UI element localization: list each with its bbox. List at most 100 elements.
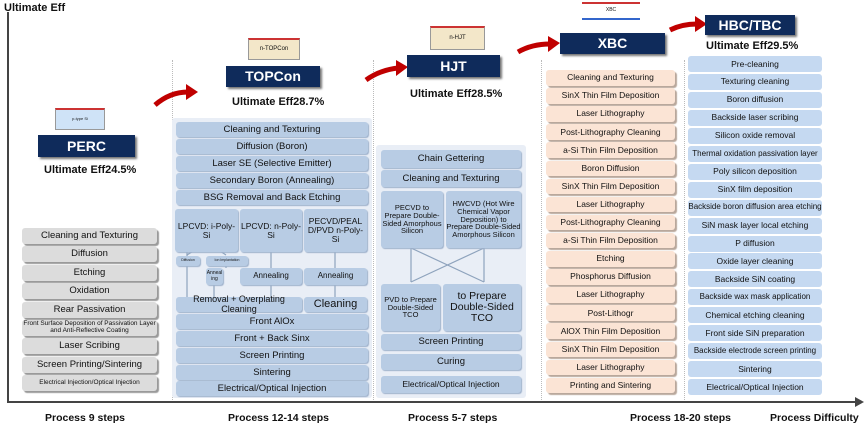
x-axis-line xyxy=(7,401,857,403)
process-step: Diffusion xyxy=(176,256,200,266)
process-step: Pre-cleaning xyxy=(688,56,822,72)
arrow-icon xyxy=(153,89,189,107)
process-step: Cleaning and Texturing xyxy=(176,122,368,137)
process-step: Poly silicon deposition xyxy=(688,163,822,180)
process-step: a-Si Thin Film Deposition xyxy=(546,142,675,158)
process-step: Etching xyxy=(546,251,675,267)
hbc-label: HBC/TBC xyxy=(705,15,795,35)
x-axis-label: Process Difficulty xyxy=(770,412,859,424)
y-axis-label: Ultimate Eff xyxy=(4,2,66,14)
hjt-eff: Ultimate Eff28.5% xyxy=(410,88,503,100)
process-step: PECVD/PEALD/PVD n-Poly-Si xyxy=(304,209,367,252)
process-step: Front Surface Deposition of Passivation … xyxy=(22,320,157,336)
process-step: Chemical etching cleaning xyxy=(688,307,822,324)
process-step: Sintering xyxy=(688,361,822,378)
arrow-icon xyxy=(668,21,698,33)
process-step: Screen Printing/Sintering xyxy=(22,356,157,373)
process-step: a-Si Thin Film Deposition xyxy=(546,232,675,249)
process-step: Ion Implantation xyxy=(206,256,248,266)
process-step: Oxidation xyxy=(22,283,157,300)
perc-label: PERC xyxy=(38,135,135,157)
process-step: LPCVD: n-Poly-Si xyxy=(240,209,302,252)
hjt-cell-image: n-HJT xyxy=(430,26,485,50)
process-step: Electrical/Optical Injection xyxy=(381,376,521,393)
process-step: Laser Lithography xyxy=(546,359,675,376)
process-step: Laser Lithography xyxy=(546,287,675,303)
process-step: Curing xyxy=(381,354,521,370)
process-step: Cleaning and Texturing xyxy=(22,228,157,244)
process-step: Backside electrode screen printing xyxy=(688,343,822,360)
topcon-label: TOPCon xyxy=(226,66,320,87)
process-step: Cleaning and Texturing xyxy=(381,170,521,187)
process-step: AlOX Thin Film Deposition xyxy=(546,323,675,339)
process-step: Post-Lithography Cleaning xyxy=(546,214,675,231)
process-step: SiN mask layer local etching xyxy=(688,217,822,234)
process-step: Screen Printing xyxy=(176,348,368,363)
process-step: Cleaning xyxy=(304,297,367,312)
process-step: Boron Diffusion xyxy=(546,160,675,176)
topcon-cell-image: n-TOPCon xyxy=(248,38,300,60)
process-step: PECVD to Prepare Double-Sided Amorphous … xyxy=(381,191,443,248)
process-step: HWCVD (Hot Wire Chemical Vapor Depositio… xyxy=(446,191,521,248)
process-step: Annealing xyxy=(240,268,302,285)
process-step: Laser Scribing xyxy=(22,338,157,355)
process-step: Backside wax mask application xyxy=(688,289,822,306)
process-step: Laser SE (Selective Emitter) xyxy=(176,156,368,171)
hjt-steps-label: Process 5-7 steps xyxy=(408,412,498,424)
process-step: Sintering xyxy=(176,365,368,380)
process-step: Silicon oxide removal xyxy=(688,127,822,144)
process-step: Post-Lithogr xyxy=(546,305,675,321)
process-step: Rear Passivation xyxy=(22,301,157,318)
xbc-label: XBC xyxy=(560,33,665,54)
y-axis-line xyxy=(7,12,9,403)
xbc-cell-caption: XBC xyxy=(605,7,617,14)
process-step: Chain Gettering xyxy=(381,150,521,168)
process-step: Boron diffusion xyxy=(688,91,822,108)
arrowhead-icon xyxy=(186,84,198,100)
process-step: SinX Thin Film Deposition xyxy=(546,88,675,104)
process-step: SinX Thin Film Deposition xyxy=(546,341,675,357)
perc-eff: Ultimate Eff24.5% xyxy=(44,164,137,176)
topcon-steps-label: Process 12-14 steps xyxy=(228,412,329,424)
process-step: BSG Removal and Back Etching xyxy=(176,190,368,205)
process-step: Front AlOx xyxy=(176,314,368,329)
arrow-icon xyxy=(516,41,551,55)
process-step: Thermal oxidation passivation layer xyxy=(688,145,822,162)
process-step: Backside boron diffusion area etching xyxy=(688,199,822,216)
process-step: Laser Lithography xyxy=(546,196,675,213)
process-step: SinX film deposition xyxy=(688,181,822,198)
process-step: Diffusion xyxy=(22,246,157,263)
divider xyxy=(373,60,374,400)
process-step: Backside laser scribing xyxy=(688,109,822,126)
arrowhead-icon xyxy=(695,16,707,32)
process-step: Phosphorus Diffusion xyxy=(546,269,675,285)
xbc-cell-image: XBC xyxy=(582,2,640,20)
process-step: Oxide layer cleaning xyxy=(688,253,822,270)
arrowhead-icon xyxy=(548,36,560,52)
topcon-cell-caption: n-TOPCon xyxy=(259,46,289,53)
x-axis-arrow-icon xyxy=(855,397,864,407)
process-step: Anneal ing xyxy=(206,268,223,285)
process-step: Etching xyxy=(22,264,157,281)
arrowhead-icon xyxy=(396,60,408,76)
perc-cell-caption: p-type Si xyxy=(72,116,88,122)
process-step: Secondary Boron (Annealing) xyxy=(176,173,368,188)
process-step: Cleaning and Texturing xyxy=(546,70,675,86)
process-step: PVD to Prepare Double-Sided TCO xyxy=(381,284,440,331)
process-step: Front + Back Sinx xyxy=(176,331,368,346)
hjt-label: HJT xyxy=(407,55,500,77)
process-step: Annealing xyxy=(304,268,367,285)
process-step: Printing and Sintering xyxy=(546,377,675,394)
process-step: Diffusion (Boron) xyxy=(176,139,368,154)
process-step: SinX Thin Film Deposition xyxy=(546,178,675,195)
process-step: LPCVD: i-Poly-Si xyxy=(175,209,238,252)
process-step: Removal + Overplating Cleaning xyxy=(176,294,302,313)
hjt-cell-caption: n-HJT xyxy=(449,35,466,42)
process-step: Screen Printing xyxy=(381,334,521,350)
process-step: Backside SiN coating xyxy=(688,271,822,288)
perc-cell-image: p-type Si xyxy=(55,108,105,130)
process-step: P diffusion xyxy=(688,235,822,252)
perc-steps-label: Process 9 steps xyxy=(45,412,125,424)
